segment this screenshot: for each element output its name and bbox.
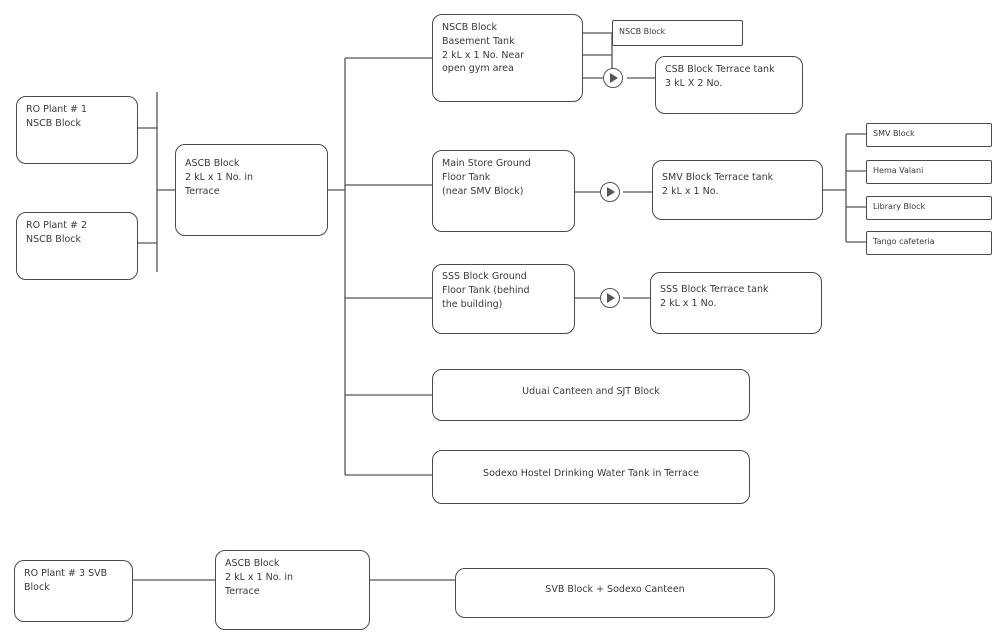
ro-plant-3-box: RO Plant # 3 SVB Block: [14, 560, 133, 622]
nscb-block-box: NSCB Block: [612, 20, 743, 46]
hema-valani-box: Hema Valani: [866, 160, 992, 184]
sss-ground-tank-box: SSS Block Ground Floor Tank (behind the …: [432, 264, 575, 334]
sodexo-hostel-tank-box: Sodexo Hostel Drinking Water Tank in Ter…: [432, 450, 750, 504]
ro-plant-1-box: RO Plant # 1 NSCB Block: [16, 96, 138, 164]
svb-sodexo-canteen-box: SVB Block + Sodexo Canteen: [455, 568, 775, 618]
sss-terrace-tank-box: SSS Block Terrace tank 2 kL x 1 No.: [650, 272, 822, 334]
library-block-box: Library Block: [866, 196, 992, 220]
pump-icon: [600, 288, 620, 308]
nscb-basement-tank-box: NSCB Block Basement Tank 2 kL x 1 No. Ne…: [432, 14, 583, 102]
ro-plant-2-box: RO Plant # 2 NSCB Block: [16, 212, 138, 280]
pump-icon: [603, 68, 623, 88]
uduai-canteen-box: Uduai Canteen and SJT Block: [432, 369, 750, 421]
tango-cafeteria-box: Tango cafeteria: [866, 231, 992, 255]
csb-terrace-tank-box: CSB Block Terrace tank 3 kL X 2 No.: [655, 56, 803, 114]
main-store-tank-box: Main Store Ground Floor Tank (near SMV B…: [432, 150, 575, 232]
smv-terrace-tank-box: SMV Block Terrace tank 2 kL x 1 No.: [652, 160, 823, 220]
pump-icon: [600, 182, 620, 202]
ascb-block-terrace-box: ASCB Block 2 kL x 1 No. in Terrace: [175, 144, 328, 236]
ascb-block-terrace-2-box: ASCB Block 2 kL x 1 No. in Terrace: [215, 550, 370, 630]
smv-block-box: SMV Block: [866, 123, 992, 147]
